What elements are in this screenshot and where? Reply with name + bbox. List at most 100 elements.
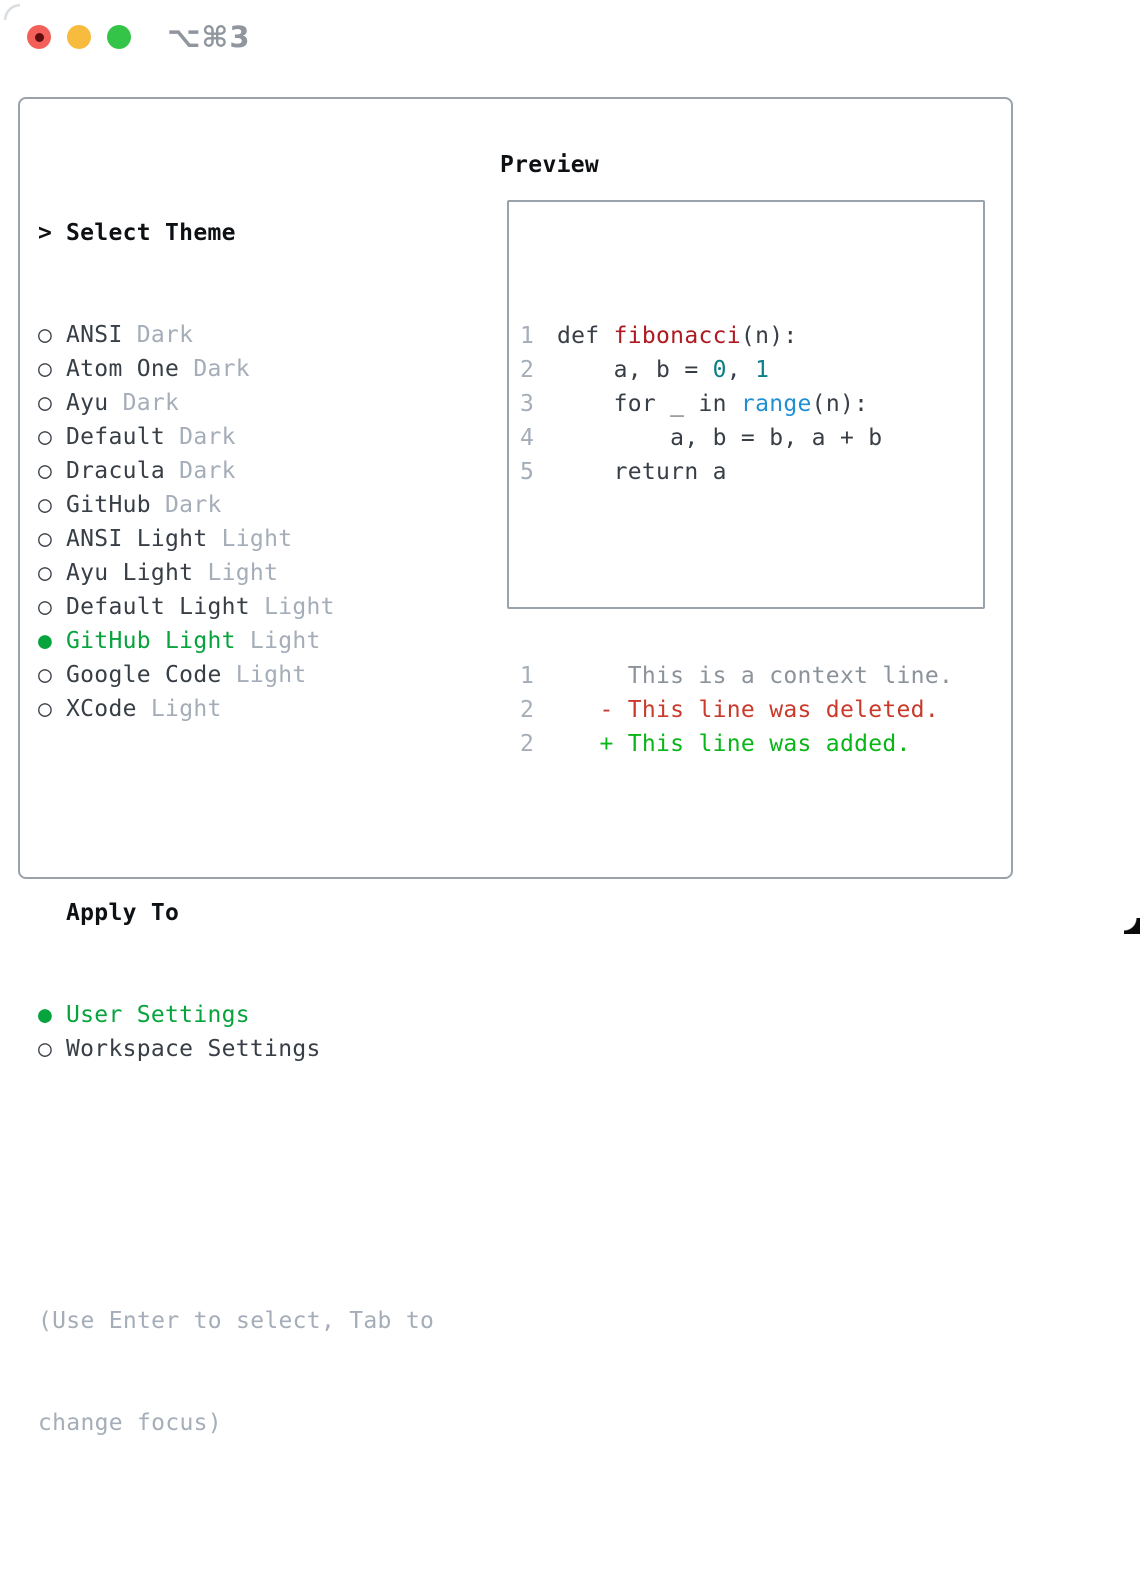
code-text: a, b = 0, 1 [557,353,769,387]
radio-unselected-icon: ○ [38,1036,53,1062]
theme-option-google-code-light[interactable]: ○Google Code Light [38,658,434,692]
apply-to-options: ●User Settings ○ Workspace Settings [38,998,434,1066]
line-number: 4 [520,425,535,451]
radio-unselected-icon: ○ [38,492,53,518]
radio-selected-icon: ● [38,628,53,654]
option-label: ANSI [66,322,123,348]
preview-header: Preview [500,152,600,178]
apply-option-workspace-settings[interactable]: ○ Workspace Settings [38,1032,434,1066]
theme-option-default-dark[interactable]: ○ Default Dark [38,420,434,454]
line-number: 3 [520,391,535,417]
token-fg: for _ in [557,391,741,417]
preview-diff: 1 This is a context line.2 - This line w… [520,659,983,761]
token-fg: (n): [811,391,869,417]
theme-option-dracula-dark[interactable]: ○ Dracula Dark [38,454,434,488]
close-button[interactable] [27,25,51,49]
theme-list-header-row: > Select Theme [38,216,434,250]
option-label: Ayu [66,390,109,416]
token-fg: , [726,357,756,383]
diff-line-added: 2 + This line was added. [520,727,983,761]
spacer [38,794,434,828]
theme-list: ○ANSI Dark○Atom One Dark○Ayu Dark○Defaul… [38,318,434,726]
option-label: Default [66,424,166,450]
window-corner-artifact [0,0,20,20]
token-fg: return a [557,459,727,485]
code-line: 3 for _ in range(n): [520,387,983,421]
radio-unselected-icon: ○ [38,356,53,382]
apply-to-header: Apply To [66,900,180,926]
theme-option-github-light-light[interactable]: ●GitHub Light Light [38,624,434,658]
option-label: Ayu Light [66,560,194,586]
theme-selector-section: >Select Theme ○ANSI Dark○Atom One Dark○A… [38,148,434,1576]
code-line: 1 def fibonacci(n): [520,319,983,353]
gutter [38,896,66,930]
token-fg: def [557,323,614,349]
token-func: fibonacci [613,323,741,349]
token-fg: (n): [740,323,798,349]
option-label: Dracula [66,458,166,484]
window-corner-artifact [1124,918,1140,934]
radio-unselected-icon: ○ [38,458,53,484]
option-label: XCode [66,696,137,722]
apply-option-user-settings[interactable]: ●User Settings [38,998,434,1032]
line-number: 5 [520,459,535,485]
option-label: Default Light [66,594,250,620]
token-fg: a, b = [557,357,713,383]
help-text-line: change focus) [38,1410,222,1436]
window-titlebar: ⌥⌘3 [27,20,251,54]
theme-option-github-dark[interactable]: ○ GitHub Dark [38,488,434,522]
theme-variant-tag: Dark [165,424,236,450]
code-line: 5 return a [520,455,983,489]
line-number: 2 [520,357,535,383]
option-label: Google Code [66,662,222,688]
radio-unselected-icon: ○ [38,560,53,586]
theme-option-ayu-light-light[interactable]: ○ Ayu Light Light [38,556,434,590]
diff-line-context: 1 This is a context line. [520,659,983,693]
diff-line-deleted: 2 - This line was deleted. [520,693,983,727]
radio-unselected-icon: ○ [38,424,53,450]
token-builtin: range [740,391,812,417]
theme-list-header: Select Theme [66,220,236,246]
zoom-button[interactable] [107,25,131,49]
code-text: return a [557,455,727,489]
apply-to-header-row: Apply To [38,896,434,930]
minimize-button[interactable] [67,25,91,49]
token-fg: a, b = b, a + b [557,425,883,451]
radio-unselected-icon: ○ [38,594,53,620]
line-number: 2 [520,731,535,757]
theme-option-atom-one-dark[interactable]: ○ Atom One Dark [38,352,434,386]
option-label: GitHub Light [66,628,236,654]
theme-option-ansi-dark[interactable]: ○ANSI Dark [38,318,434,352]
diff-text: + This line was added. [557,731,911,757]
theme-option-ayu-dark[interactable]: ○ Ayu Dark [38,386,434,420]
theme-variant-tag: Light [193,560,279,586]
spacer [520,557,983,591]
help-text: (Use Enter to select, Tab to change focu… [38,1236,434,1508]
radio-unselected-icon: ○ [38,526,53,552]
token-num: 1 [755,357,770,383]
theme-variant-tag: Dark [150,492,222,518]
option-label: User Settings [66,1002,250,1028]
theme-variant-tag: Dark [108,390,180,416]
theme-option-xcode-light[interactable]: ○XCode Light [38,692,434,726]
diff-text: - This line was deleted. [557,697,939,723]
theme-variant-tag: Light [207,526,293,552]
theme-option-ansi-light-light[interactable]: ○ ANSI Light Light [38,522,434,556]
theme-option-default-light-light[interactable]: ○Default Light Light [38,590,434,624]
theme-variant-tag: Dark [179,356,250,382]
window-title: ⌥⌘3 [167,20,251,54]
diff-text: This is a context line. [557,663,954,689]
line-number: 1 [520,323,535,349]
option-label: ANSI Light [66,526,208,552]
code-text: def fibonacci(n): [557,319,798,353]
code-line: 2 a, b = 0, 1 [520,353,983,387]
theme-variant-tag: Dark [165,458,236,484]
option-label: GitHub [66,492,151,518]
option-label: Workspace Settings [66,1036,321,1062]
option-label: Atom One [66,356,180,382]
selection-cursor-icon: > [38,220,53,246]
radio-unselected-icon: ○ [38,662,53,688]
theme-variant-tag: Dark [122,322,194,348]
radio-unselected-icon: ○ [38,390,53,416]
